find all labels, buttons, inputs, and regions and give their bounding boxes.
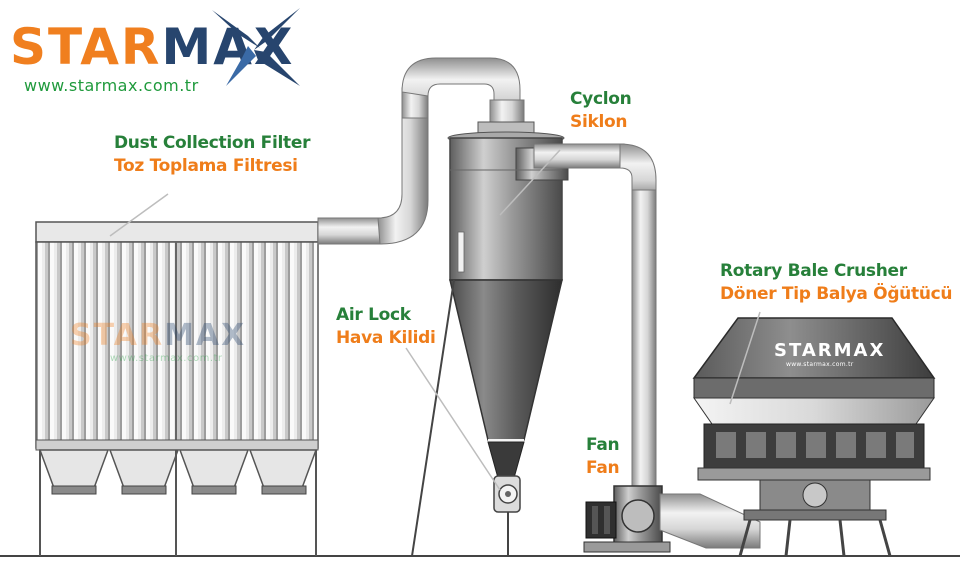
dust-collection-filter [35, 221, 319, 556]
watermark-filter-max: MAX [164, 318, 247, 353]
watermark-crusher-name: STARMAX [774, 340, 886, 361]
label-dust-collection-filter: Dust Collection Filter Toz Toplama Filtr… [114, 132, 310, 178]
label-dust-filter-tr: Toz Toplama Filtresi [114, 156, 298, 176]
fan-unit [583, 485, 671, 553]
label-crusher-tr: Döner Tip Balya Öğütücü [720, 284, 953, 304]
label-rotary-bale-crusher: Rotary Bale Crusher Döner Tip Balya Öğüt… [720, 260, 953, 306]
rotary-bale-crusher [692, 317, 936, 557]
label-fan: Fan Fan [586, 434, 620, 480]
watermark-filter: STARMAX www.starmax.com.tr [70, 318, 246, 364]
brand-url: www.starmax.com.tr [24, 76, 199, 95]
duct-filter-to-cyclone [317, 57, 525, 245]
brand-logo: STARMAX www.starmax.com.tr [10, 6, 310, 98]
label-air-lock-tr: Hava Kilidi [336, 328, 436, 348]
label-cyclone-tr: Siklon [570, 112, 628, 132]
watermark-crusher-url: www.starmax.com.tr [786, 361, 854, 368]
watermark-filter-url: www.starmax.com.tr [110, 353, 223, 364]
label-fan-en: Fan [586, 435, 620, 455]
duct-cyclone-to-fan [533, 143, 657, 491]
brand-x-star-icon [212, 8, 300, 86]
callout-pointers [109, 149, 761, 491]
filter-hoppers [38, 449, 318, 489]
label-cyclone: Cyclon Siklon [570, 88, 632, 134]
label-air-lock-en: Air Lock [336, 305, 411, 325]
brand-word-star: STAR [10, 18, 162, 76]
label-crusher-en: Rotary Bale Crusher [720, 261, 907, 281]
duct-fan-to-crusher [659, 493, 761, 549]
label-cyclone-en: Cyclon [570, 89, 632, 109]
watermark-filter-star: STAR [70, 318, 165, 353]
air-lock-valve [493, 475, 521, 513]
label-air-lock: Air Lock Hava Kilidi [336, 304, 436, 350]
label-fan-tr: Fan [586, 458, 620, 478]
watermark-crusher: STARMAX www.starmax.com.tr [774, 340, 885, 368]
label-dust-filter-en: Dust Collection Filter [114, 133, 311, 153]
